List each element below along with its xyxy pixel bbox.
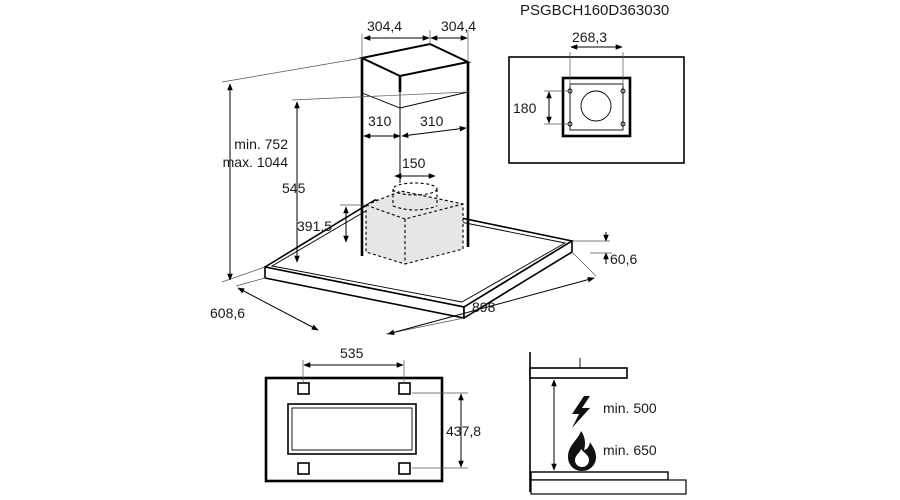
clearance-view — [529, 352, 687, 495]
mounting-hole — [398, 462, 411, 475]
chimney — [358, 42, 472, 256]
dim-chimney-width-left: 310 — [368, 113, 392, 129]
dim-motor-height: 391,5 — [297, 218, 332, 234]
dim-bracket-height: 180 — [513, 100, 537, 116]
hood-isometric-view — [262, 42, 575, 320]
screw-hole — [620, 121, 626, 127]
dim-width: 898 — [472, 299, 496, 315]
hood-outline — [264, 376, 444, 483]
duct-opening — [580, 90, 612, 122]
clearance-electric: min. 500 — [603, 400, 657, 416]
mounting-hole — [297, 462, 310, 475]
mounting-hole — [297, 382, 310, 395]
ceiling-plate — [508, 56, 685, 164]
hob-profile — [530, 471, 669, 481]
dim-chimney-height: 545 — [282, 180, 306, 196]
dimension-lines — [227, 35, 612, 336]
dim-height-max: max. 1044 — [223, 154, 289, 170]
dim-holes-spacing-x: 535 — [340, 345, 364, 361]
mounting-hole — [398, 382, 411, 395]
screw-hole — [620, 88, 626, 94]
clearance-gas: min. 650 — [603, 442, 657, 458]
dim-chimney-width-right: 310 — [420, 113, 444, 129]
filter-area — [287, 403, 417, 455]
dim-canopy-thickness: 60,6 — [610, 251, 637, 267]
worktop-profile — [530, 479, 687, 495]
ceiling-bracket-view — [508, 44, 685, 164]
dim-depth: 608,6 — [210, 305, 245, 321]
dim-bracket-width: 268,3 — [572, 29, 607, 45]
dim-chimney-top-left: 304,4 — [367, 18, 402, 34]
hood-bottom-view — [264, 360, 468, 483]
dim-chimney-top-right: 304,4 — [441, 18, 476, 34]
lightning-icon — [572, 396, 590, 428]
bracket-frame — [561, 76, 632, 138]
hood-side-profile — [529, 367, 628, 379]
dim-outlet: 150 — [402, 155, 426, 171]
dim-holes-spacing-y: 437,8 — [446, 423, 481, 439]
motor-housing — [365, 182, 464, 265]
model-code: PSGBCH160D363030 — [520, 2, 669, 19]
flame-icon — [568, 431, 596, 471]
dim-height-min: min. 752 — [234, 136, 288, 152]
